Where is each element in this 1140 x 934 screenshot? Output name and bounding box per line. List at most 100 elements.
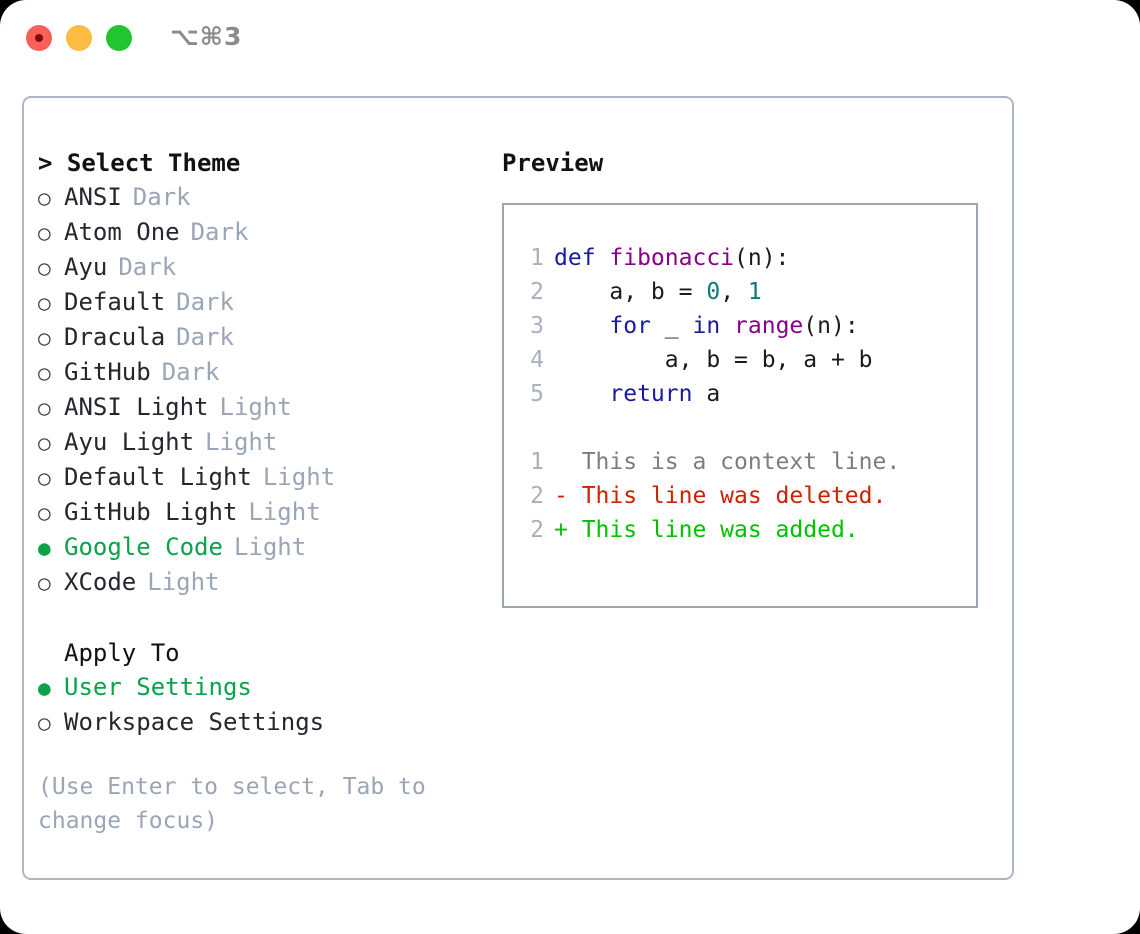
radio-unselected-icon: ○ [38,396,51,420]
code-token-txt: a, b = b, a + b [554,347,873,373]
theme-option-tag: Light [248,498,321,526]
code-token-kw: in [692,313,721,339]
radio-unselected-icon: ○ [38,571,51,595]
diff-line-number: 1 [530,449,544,475]
theme-option-default-light[interactable]: ○ Default Light Light [38,460,498,495]
code-token-txt [554,381,609,407]
minimize-button-icon[interactable] [66,25,92,51]
theme-option-default[interactable]: ○ Default Dark [38,285,498,320]
apply-option-user-settings[interactable]: ● User Settings [38,670,498,705]
traffic-lights [26,25,132,51]
radio-unselected-icon: ○ [38,291,51,315]
theme-option-label: Default [64,288,166,316]
diff-line-number: 2 [530,483,544,509]
apply-option-label: User Settings [64,673,252,701]
preview-title: Preview [502,149,604,177]
code-token-kw: for [609,313,651,339]
theme-option-label: Default Light [64,463,252,491]
code-token-txt [554,313,609,339]
code-line: 4 a, b = b, a + b [518,343,976,377]
theme-option-label: Ayu Light [64,428,195,456]
theme-option-github[interactable]: ○ GitHub Dark [38,355,498,390]
radio-unselected-icon: ○ [38,326,51,350]
code-line: 2 a, b = 0, 1 [518,275,976,309]
code-token-txt: (n): [734,245,790,271]
keyboard-hint-text: (Use Enter to select, Tab to change focu… [38,774,426,834]
code-token-txt: _ [650,313,693,339]
diff-line-text: - This line was deleted. [554,483,887,509]
radio-unselected-icon: ○ [38,431,51,455]
code-token-txt: (n): [803,313,859,339]
radio-unselected-icon: ○ [38,711,51,735]
diff-line-text: + This line was added. [554,517,859,543]
code-token-num: 1 [747,279,762,305]
radio-unselected-icon: ○ [38,186,51,210]
code-line-number: 5 [530,381,544,407]
radio-unselected-icon: ○ [38,256,51,280]
theme-option-label: ANSI Light [64,393,209,421]
theme-option-label: Google Code [64,533,223,561]
theme-option-tag: Dark [176,288,234,316]
diff-line-ctx: 1 This is a context line. [518,445,976,479]
apply-option-label: Workspace Settings [64,708,325,736]
diff-line-add: 2+ This line was added. [518,513,976,547]
code-token-kw: return [609,381,693,407]
apply-to-header: Apply To [64,639,180,667]
title-bar: ⌥⌘3 [0,0,1140,80]
radio-unselected-icon: ○ [38,361,51,385]
theme-option-atom-one[interactable]: ○ Atom One Dark [38,215,498,250]
radio-selected-icon: ● [38,536,51,560]
theme-option-label: ANSI [64,183,122,211]
radio-unselected-icon: ○ [38,466,51,490]
theme-option-dracula[interactable]: ○ Dracula Dark [38,320,498,355]
code-token-txt: , [720,279,748,305]
theme-option-label: GitHub [64,358,151,386]
radio-unselected-icon: ○ [38,501,51,525]
radio-unselected-icon: ○ [38,221,51,245]
apply-option-workspace-settings[interactable]: ○ Workspace Settings [38,705,498,740]
maximize-button-icon[interactable] [106,25,132,51]
theme-option-ayu-light[interactable]: ○ Ayu Light Light [38,425,498,460]
theme-option-tag: Dark [161,358,220,386]
code-line: 5 return a [518,377,976,411]
radio-selected-icon: ● [38,676,51,700]
select-theme-header: > Select Theme [38,149,241,177]
theme-option-label: Dracula [64,323,166,351]
theme-option-tag: Dark [118,253,177,281]
diff-line-text: This is a context line. [554,449,901,475]
theme-option-label: Ayu [64,253,108,281]
diff-line-del: 2 - This line was deleted. [518,479,976,513]
code-token-num: 0 [706,279,721,305]
code-token-fn: fibonacci [609,245,735,271]
code-line-number: 4 [530,347,544,373]
close-button-icon[interactable] [26,25,52,51]
apply-to-list: ● User Settings ○ Workspace Settings [38,670,498,740]
theme-option-tag: Light [262,463,336,491]
theme-option-ayu[interactable]: ○ Ayu Dark [38,250,498,285]
code-token-kw: def [554,245,610,271]
theme-option-tag: Dark [176,323,234,351]
theme-option-tag: Light [205,428,278,456]
theme-option-tag: Light [147,568,220,596]
code-token-txt: a, b = [554,279,707,305]
theme-option-tag: Dark [190,218,249,246]
theme-option-ansi-light[interactable]: ○ ANSI Light Light [38,390,498,425]
code-token-txt: a [692,381,721,407]
theme-option-label: XCode [64,568,137,596]
keyboard-shortcut-label: ⌥⌘3 [170,22,243,51]
theme-option-tag: Light [219,393,292,421]
section-spacer [38,600,498,636]
theme-option-label: Atom One [64,218,180,246]
theme-option-xcode[interactable]: ○ XCode Light [38,565,498,600]
code-line: 3 for _ in range(n): [518,309,976,343]
